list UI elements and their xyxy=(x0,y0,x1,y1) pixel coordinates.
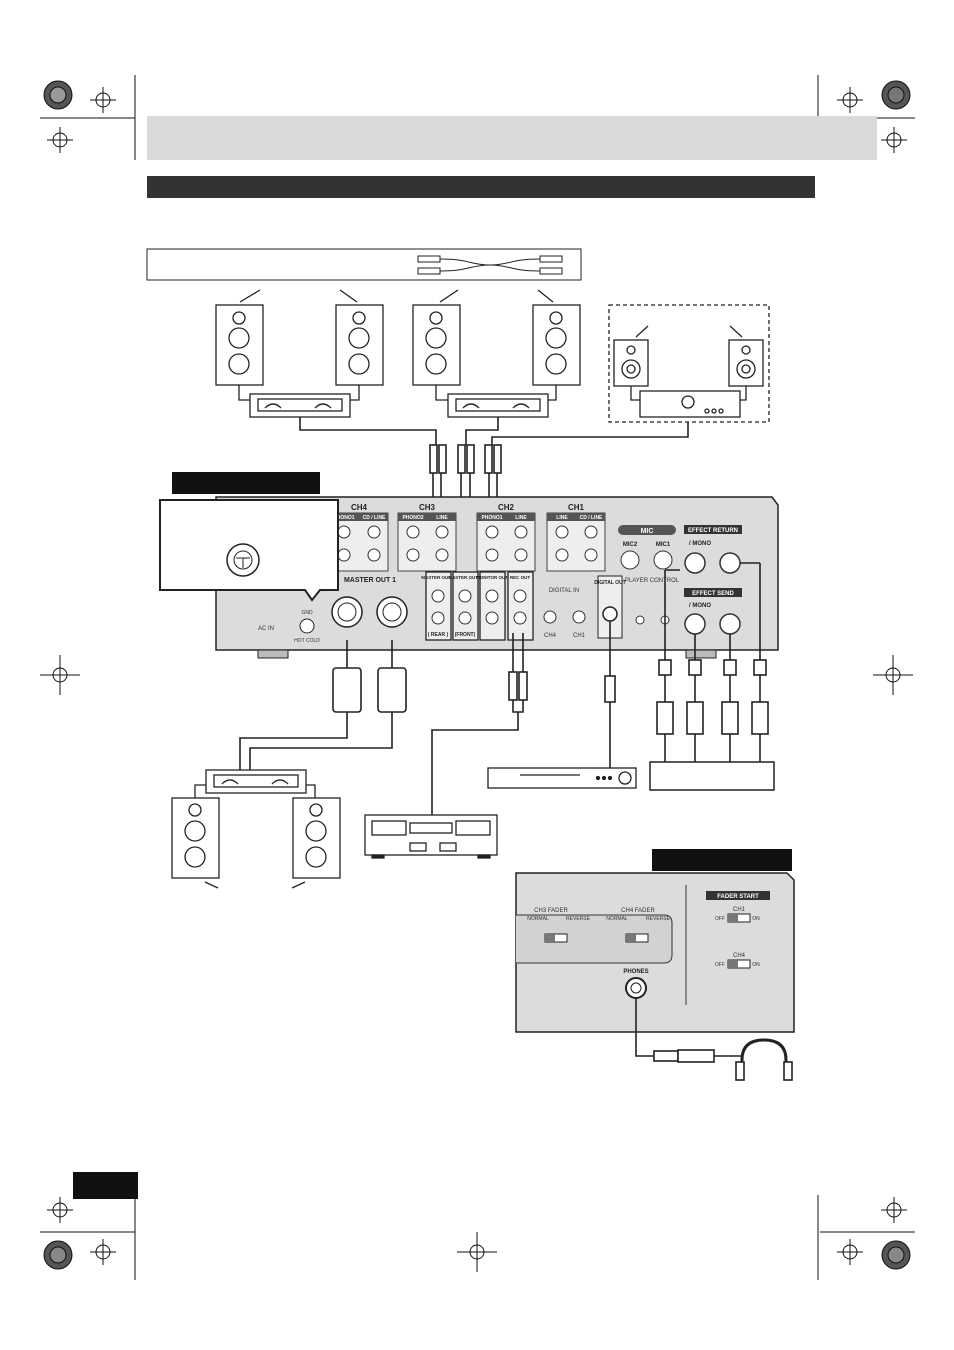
page-number-box xyxy=(73,1172,138,1199)
input-section-ch3: CH3 PHONO2 LINE xyxy=(397,503,457,572)
label-rear: ( REAR ) xyxy=(428,632,449,638)
label-phono1: PHONO1 xyxy=(333,515,354,521)
label-ac-in: AC IN xyxy=(258,626,274,632)
label-fader-ch1: CH1 xyxy=(733,907,746,913)
label-ch1: CH1 xyxy=(568,503,585,512)
label-line: LINE xyxy=(556,515,568,521)
speakers-top xyxy=(215,289,581,386)
cassette-deck-icon xyxy=(364,814,498,859)
label-normal: NORMAL xyxy=(606,916,628,922)
label-line: LINE xyxy=(436,515,448,521)
label-fader-ch4: CH4 xyxy=(733,953,746,959)
speaker-icon xyxy=(171,797,220,879)
top-cables xyxy=(299,417,689,570)
label-line: LINE xyxy=(515,515,527,521)
header-banner xyxy=(147,116,877,160)
label-on: ON xyxy=(752,962,760,968)
label-off: OFF xyxy=(715,916,725,922)
label-ch1-small: CH1 xyxy=(573,633,586,639)
front-panel: CH3 FADER CH4 FADER NORMAL REVERSE NORMA… xyxy=(515,872,795,1033)
label-normal: NORMAL xyxy=(527,916,549,922)
label-phono1: PHONO1 xyxy=(481,515,502,521)
label-cd-line: CD / LINE xyxy=(580,515,603,521)
label-ch4-small: CH4 xyxy=(544,633,557,639)
input-section-ch4: CH4 PHONO1 CD / LINE xyxy=(329,503,389,572)
label-mic: MIC xyxy=(641,528,654,535)
crop-mark-bottom-left xyxy=(40,1195,136,1280)
speaker-icon xyxy=(215,304,264,386)
label-master-out-2: MASTER OUT 2 xyxy=(421,575,455,580)
headphones-icon xyxy=(635,998,793,1081)
label-effect-return: EFFECT RETURN xyxy=(688,528,738,534)
rca-cable-icon xyxy=(417,255,563,275)
speaker-icon xyxy=(532,304,581,386)
amplifier-icon xyxy=(447,393,549,418)
amplifier-icon xyxy=(205,769,307,794)
label-cd-line: CD / LINE xyxy=(363,515,386,521)
label-front: (FRONT) xyxy=(455,632,476,638)
cable-legend xyxy=(146,248,582,281)
input-section-ch2: CH2 PHONO1 LINE xyxy=(476,503,536,572)
crop-mark-bottom-center xyxy=(457,1232,497,1272)
label-phono2: PHONO2 xyxy=(402,515,423,521)
label-off: OFF xyxy=(715,962,725,968)
input-section-ch1: CH1 LINE CD / LINE xyxy=(546,503,606,572)
speaker-icon xyxy=(613,339,649,387)
label-phones: PHONES xyxy=(623,969,648,975)
label-ch4: CH4 xyxy=(351,503,368,512)
amplifier-icon xyxy=(249,393,351,418)
rear-panel-label-bar xyxy=(172,472,320,494)
label-reverse: REVERSE xyxy=(646,916,671,922)
label-on: ON xyxy=(752,916,760,922)
effector-icon xyxy=(649,761,775,791)
crop-mark-bottom-right xyxy=(817,1195,915,1280)
label-master-out-1: MASTER OUT 1 xyxy=(344,577,396,584)
digital-section: DIGITAL IN CH4 CH1 DIGITAL OUT PLAYER CO… xyxy=(543,575,680,639)
crop-mark-mid-left xyxy=(40,655,80,695)
label-hot-cold: HOT COLD xyxy=(294,638,320,644)
label-gnd: GND xyxy=(301,610,313,616)
speaker-icon xyxy=(292,797,341,879)
speaker-icon xyxy=(412,304,461,386)
speaker-icon xyxy=(335,304,384,386)
powered-monitor-system xyxy=(608,304,770,423)
label-master-out-1-rca: MASTER OUT 1 xyxy=(448,575,482,580)
mic-section: MIC MIC2 MIC1 xyxy=(618,525,676,570)
crop-mark-mid-right xyxy=(873,655,913,695)
xlr-callout xyxy=(159,499,339,602)
label-mic2: MIC2 xyxy=(623,542,638,548)
crop-mark-top-left xyxy=(40,75,136,160)
effect-return-section: EFFECT RETURN / MONO xyxy=(684,525,742,574)
label-reverse: REVERSE xyxy=(566,916,591,922)
label-ch3: CH3 xyxy=(419,503,436,512)
label-digital-out: DIGITAL OUT xyxy=(594,580,625,586)
label-ch3-fader: CH3 FADER xyxy=(534,908,568,914)
label-ch4-fader: CH4 FADER xyxy=(621,908,655,914)
label-effect-send: EFFECT SEND xyxy=(692,591,734,597)
front-panel-label-bar xyxy=(652,849,792,871)
section-bar xyxy=(147,176,815,198)
output-rca-section: MASTER OUT 2 MASTER OUT 1 MONITOR OUT RE… xyxy=(421,571,534,641)
master-out-1-section: MASTER OUT 1 GND HOT COLD AC IN xyxy=(258,577,408,644)
rear-panel: CH4 PHONO1 CD / LINE CH3 PHONO2 LINE CH2… xyxy=(215,496,779,659)
bottom-amp-speakers xyxy=(171,769,341,889)
registration-marks xyxy=(40,75,915,1280)
label-digital-in: DIGITAL IN xyxy=(549,588,579,594)
label-mono: / MONO xyxy=(689,603,711,609)
label-player-control: PLAYER CONTROL xyxy=(625,578,680,584)
label-monitor-out: MONITOR OUT xyxy=(476,575,508,580)
player-icon xyxy=(487,767,637,789)
label-mono: / MONO xyxy=(689,541,711,547)
label-mic1: MIC1 xyxy=(656,542,671,548)
bottom-cables xyxy=(239,562,769,815)
speaker-icon xyxy=(728,339,764,387)
label-fader-start: FADER START xyxy=(717,894,759,900)
label-ch2: CH2 xyxy=(498,503,515,512)
label-rec-out: REC OUT xyxy=(510,575,531,580)
amplifiers-top xyxy=(238,385,557,418)
